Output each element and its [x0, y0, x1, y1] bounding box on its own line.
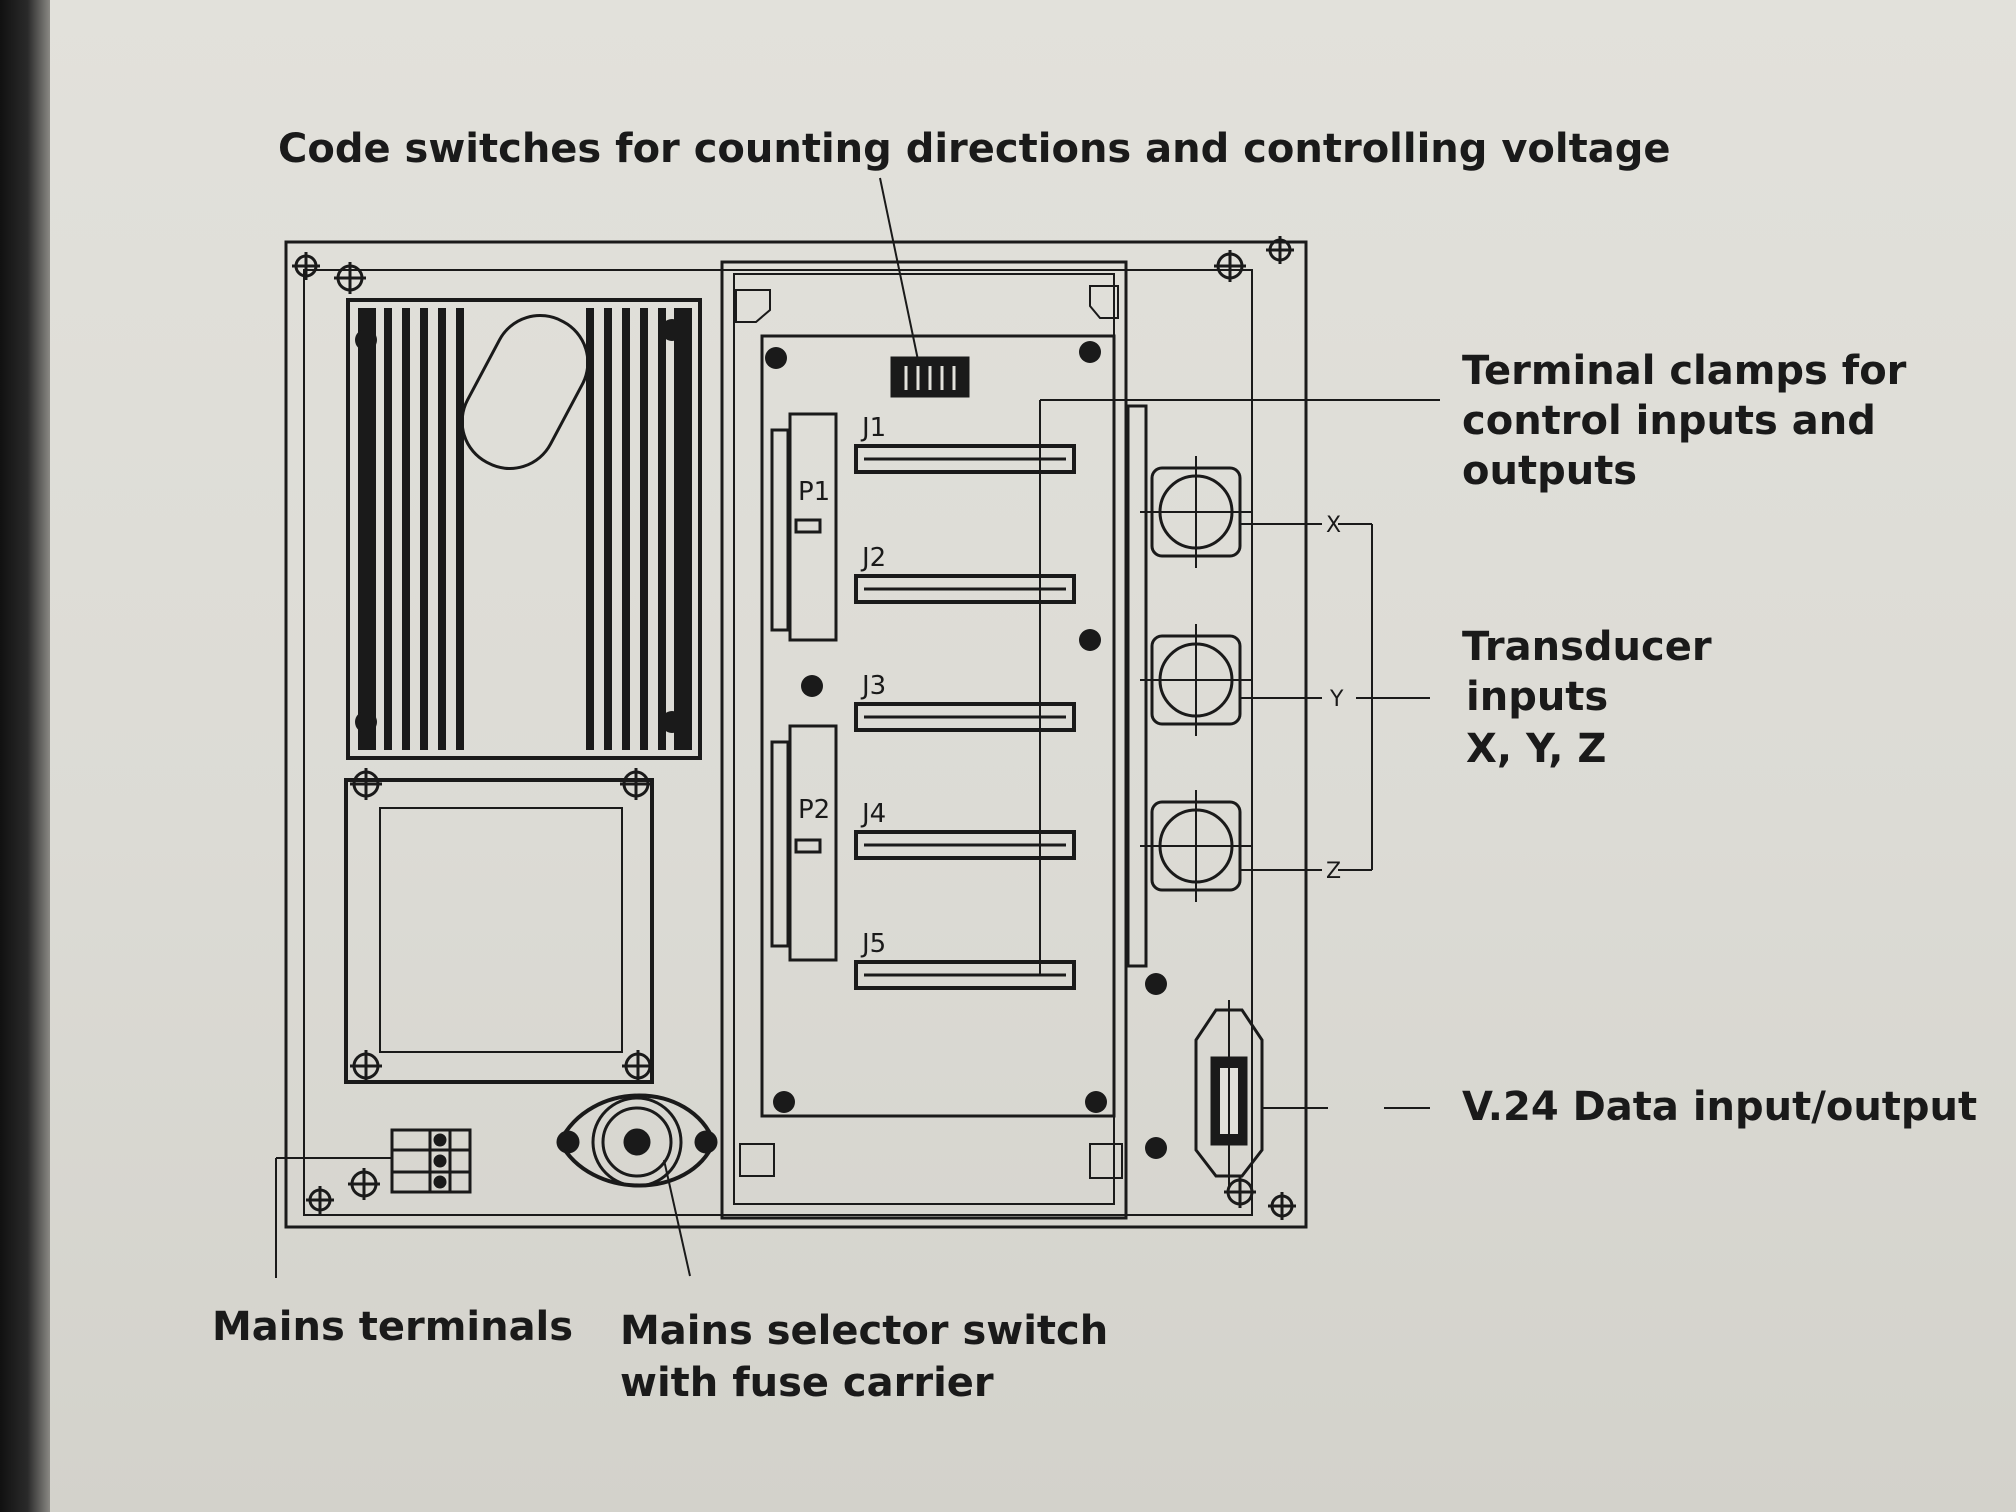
data-io-label: V.24 Data input/output: [1462, 1084, 1977, 1130]
pcb-brackets: [735, 285, 1123, 1179]
transducer-label-line2: inputs: [1466, 674, 1608, 720]
transducer-socket-y: [1140, 624, 1252, 736]
transformer: [344, 778, 654, 1084]
mounting-screws: [292, 236, 1296, 1220]
code-switches-label: Code switches for counting directions an…: [278, 126, 1670, 172]
mains-selector-label-line2: with fuse carrier: [620, 1360, 994, 1406]
mains-selector-switch: [556, 1093, 718, 1188]
terminal-clamps-label-line1: Terminal clamps for: [1462, 348, 1907, 394]
connector-p2: [770, 724, 838, 962]
p1-label: P1: [798, 477, 830, 507]
side-rail: [1126, 404, 1148, 968]
j4-label: J4: [860, 799, 886, 829]
terminal-clamps-label-line3: outputs: [1462, 448, 1637, 494]
transducer-socket-z: [1140, 790, 1252, 902]
leader-lines: [275, 177, 1440, 1278]
pcb-board: [720, 260, 1128, 1220]
transducer-label-line1: Transducer: [1462, 624, 1712, 670]
housing-outer: [284, 240, 1308, 1229]
housing-inner: [303, 269, 1253, 1216]
mains-terminal-block: [390, 1128, 472, 1194]
mounting-nuts: [355, 319, 1167, 1159]
v24-connector: [1194, 1000, 1264, 1188]
connector-p1: [770, 412, 838, 642]
terminal-clamps-label-line2: control inputs and: [1462, 398, 1876, 444]
mains-selector-label-line1: Mains selector switch: [620, 1308, 1108, 1354]
p2-label: P2: [798, 795, 830, 825]
axis-x-tag: X: [1326, 513, 1341, 538]
axis-z-tag: Z: [1326, 859, 1341, 884]
transducer-label-line3: X, Y, Z: [1466, 726, 1606, 772]
j2-label: J2: [860, 543, 886, 573]
axis-y-tag: Y: [1329, 687, 1344, 712]
j5-label: J5: [860, 929, 886, 959]
mains-terminals-label: Mains terminals: [212, 1304, 573, 1350]
j1-label: J1: [860, 413, 886, 443]
j3-label: J3: [860, 671, 886, 701]
code-switch-block: [890, 356, 970, 398]
heatsink: [346, 298, 702, 760]
terminal-strips: [854, 444, 1076, 990]
transducer-socket-x: [1140, 456, 1252, 568]
screen-bezel: [0, 0, 50, 1512]
